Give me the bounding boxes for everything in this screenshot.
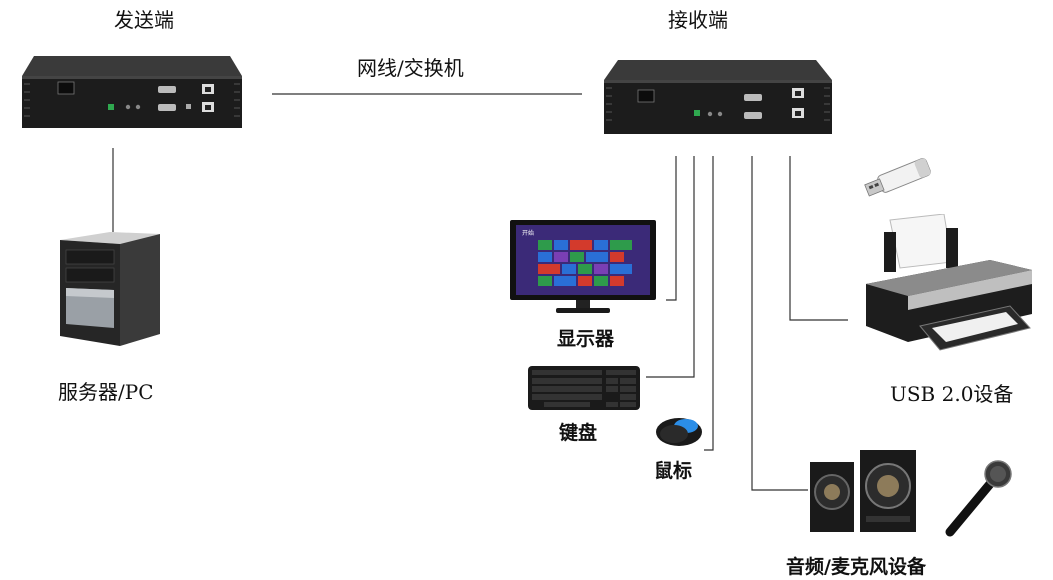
receiver-label: 接收端 (668, 8, 728, 32)
usb-cable-line (789, 156, 848, 321)
mouse-cable-line (704, 156, 714, 451)
usb-label: USB 2.0设备 (890, 382, 1014, 406)
speakers-icon (810, 450, 916, 532)
keyboard-cable-line (646, 156, 695, 378)
server-tower-icon (60, 232, 160, 346)
monitor-cable-line (666, 156, 677, 301)
monitor-icon: 开始 (510, 220, 656, 313)
keyboard-label: 键盘 (559, 422, 598, 444)
mouse-icon (656, 418, 702, 446)
audio-label: 音频/麦克风设备 (786, 556, 926, 578)
microphone-icon (945, 460, 1012, 537)
monitor-screen-title: 开始 (522, 229, 534, 237)
sender-device (22, 56, 242, 128)
mouse-label: 鼠标 (654, 460, 693, 482)
network-label: 网线/交换机 (357, 56, 464, 80)
monitor-label: 显示器 (557, 328, 615, 350)
usb-stick-icon (864, 158, 931, 197)
receiver-device (604, 60, 832, 134)
keyboard-icon (528, 366, 640, 410)
server-label: 服务器/PC (58, 380, 154, 404)
sender-label: 发送端 (114, 8, 174, 32)
audio-cable-line (751, 156, 808, 491)
printer-icon (866, 214, 1032, 351)
